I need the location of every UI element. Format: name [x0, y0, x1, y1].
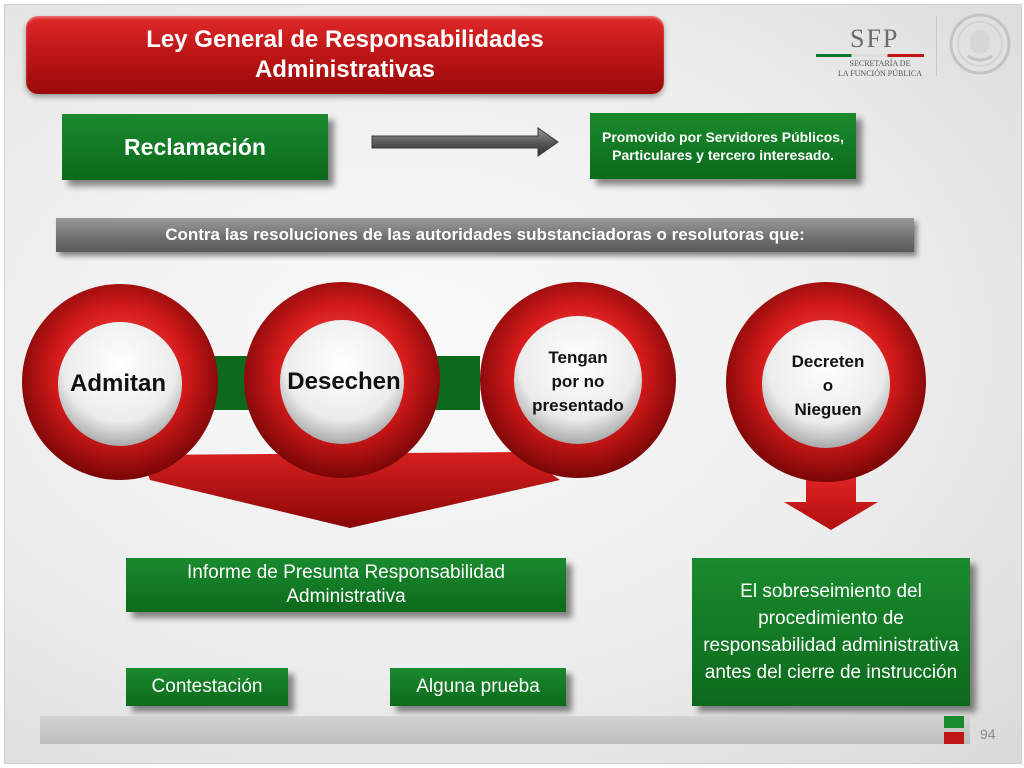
tricolor-bar — [816, 54, 924, 57]
contestacion-box: Contestación — [126, 668, 288, 706]
desechen-label: Desechen — [287, 368, 401, 395]
sobreseimiento-text: El sobreseimiento del procedimiento de r… — [703, 581, 959, 683]
tengan-line-1: Tengan — [548, 348, 608, 367]
merge-chevron — [140, 452, 560, 528]
page-number: 94 — [980, 726, 996, 742]
prueba-text: Alguna prueba — [416, 676, 540, 697]
down-arrow-icon — [784, 476, 878, 530]
circle-decreten — [726, 282, 926, 482]
right-arrow-icon — [371, 127, 559, 157]
promovido-box: Promovido por Servidores Públicos, Parti… — [590, 113, 856, 179]
green-square-icon — [944, 716, 964, 728]
informe-text: Informe de Presunta Responsabilidad Admi… — [187, 562, 505, 607]
resoluciones-banner: Contra las resoluciones de las autoridad… — [56, 218, 914, 252]
circle-tengan — [480, 282, 676, 478]
prueba-box: Alguna prueba — [390, 668, 566, 706]
circle-admitan — [22, 284, 218, 480]
decreten-line-3: Nieguen — [794, 400, 862, 419]
circle-desechen — [244, 282, 440, 478]
tengan-line-2: por no — [551, 372, 605, 391]
sobreseimiento-box: El sobreseimiento del procedimiento de r… — [692, 558, 970, 706]
slide-title: Ley General de Responsabilidades Adminis… — [26, 16, 664, 94]
tengan-label: Tengan por no presentado — [518, 346, 638, 418]
informe-box: Informe de Presunta Responsabilidad Admi… — [126, 558, 566, 612]
reclamacion-label: Reclamación — [124, 133, 266, 160]
decreten-line-2: o — [822, 376, 834, 395]
sfp-subtitle-line-1: SECRETARÍA DE — [849, 59, 911, 68]
admitan-label: Admitan — [70, 370, 166, 397]
red-square-icon — [944, 732, 964, 744]
promovido-text: Promovido por Servidores Públicos, Parti… — [602, 129, 844, 163]
tengan-line-3: presentado — [532, 396, 624, 415]
banner-text: Contra las resoluciones de las autoridad… — [165, 225, 805, 244]
sfp-acronym: SFP — [850, 24, 900, 53]
national-seal-icon — [949, 13, 1011, 75]
sfp-subtitle: SECRETARÍA DE LA FUNCIÓN PÚBLICA — [830, 59, 930, 79]
decreten-line-1: Decreten — [791, 352, 865, 371]
contestacion-text: Contestación — [151, 676, 263, 697]
sfp-subtitle-line-2: LA FUNCIÓN PÚBLICA — [837, 69, 922, 78]
reclamacion-box: Reclamación — [62, 114, 328, 180]
title-line-1: Ley General de Responsabilidades — [146, 26, 544, 53]
circles-diagram — [22, 282, 926, 530]
logo-separator — [936, 16, 937, 76]
footer-bar — [40, 716, 970, 744]
decreten-label: Decreten o Nieguen — [768, 350, 888, 422]
sfp-logo: SFP SECRETARÍA DE LA FUNCIÓN PÚBLICA — [812, 24, 932, 79]
title-line-2: Administrativas — [254, 56, 436, 83]
